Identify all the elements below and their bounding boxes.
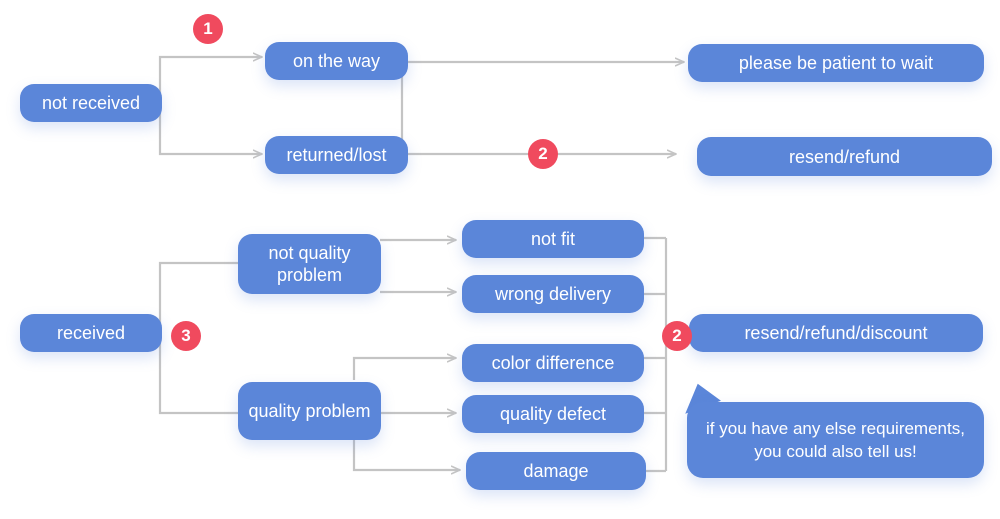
node-not-received: not received <box>20 84 162 122</box>
connector-qp-color <box>352 358 456 380</box>
note-line-2: you could also tell us! <box>754 442 917 461</box>
step-badge-2-bottom: 2 <box>662 321 692 351</box>
node-wrong-delivery: wrong delivery <box>462 275 644 313</box>
node-received: received <box>20 314 162 352</box>
connector-not-received-on-the-way <box>158 57 262 103</box>
node-not-quality-problem: not quality problem <box>238 234 381 294</box>
node-not-fit: not fit <box>462 220 644 258</box>
node-on-the-way: on the way <box>265 42 408 80</box>
node-resend-refund: resend/refund <box>697 137 992 176</box>
node-quality-problem: quality problem <box>238 382 381 440</box>
connector-received-quality <box>158 333 238 415</box>
step-badge-2-top: 2 <box>528 139 558 169</box>
step-badge-1: 1 <box>193 14 223 44</box>
node-resend-refund-discount: resend/refund/discount <box>689 314 983 352</box>
node-quality-defect: quality defect <box>462 395 644 433</box>
node-color-difference: color difference <box>462 344 644 382</box>
node-returned-lost: returned/lost <box>265 136 408 174</box>
connector-received-not-quality <box>158 261 238 333</box>
node-please-wait: please be patient to wait <box>688 44 984 82</box>
note-bubble: if you have any else requirements, you c… <box>687 402 984 478</box>
connector-not-received-returned <box>158 103 262 154</box>
step-badge-3: 3 <box>171 321 201 351</box>
node-damage: damage <box>466 452 646 490</box>
note-line-1: if you have any else requirements, <box>706 419 965 438</box>
connector-qp-damage <box>352 438 460 470</box>
